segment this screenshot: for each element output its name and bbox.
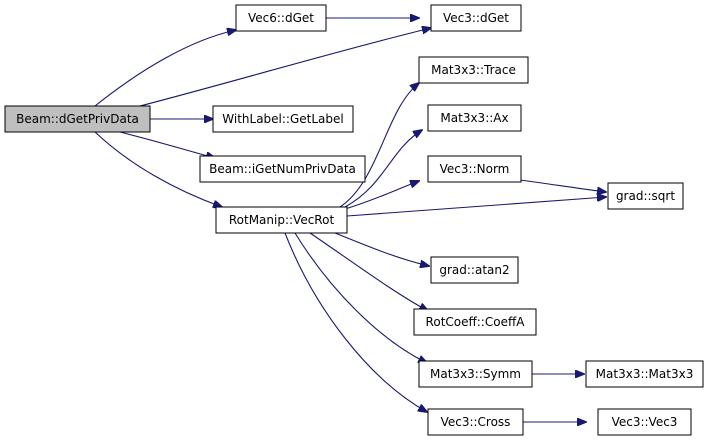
- node-beam-dgetprivdata[interactable]: Beam::dGetPrivData: [4, 105, 151, 133]
- node-label-beam-igetnumprivdata: Beam::iGetNumPrivData: [209, 162, 356, 176]
- edge-rotmanip-vecrot-to-vec3-cross: [284, 232, 427, 412]
- node-mat3x3-mat3x3[interactable]: Mat3x3::Mat3x3: [585, 360, 704, 388]
- node-grad-sqrt[interactable]: grad::sqrt: [607, 182, 684, 210]
- node-vec3-vec3[interactable]: Vec3::Vec3: [597, 408, 692, 436]
- node-label-beam-dgetprivdata: Beam::dGetPrivData: [16, 112, 139, 126]
- edge-beam-dgetprivdata-to-beam-igetnumprivdata: [119, 131, 215, 158]
- node-label-mat3x3-ax: Mat3x3::Ax: [440, 111, 508, 125]
- node-label-grad-sqrt: grad::sqrt: [616, 189, 675, 203]
- node-label-vec3-norm: Vec3::Norm: [440, 162, 510, 176]
- node-label-vec3-cross: Vec3::Cross: [441, 415, 511, 429]
- node-beam-igetnumprivdata[interactable]: Beam::iGetNumPrivData: [199, 155, 366, 183]
- node-label-mat3x3-mat3x3: Mat3x3::Mat3x3: [596, 367, 694, 381]
- node-label-vec3-vec3: Vec3::Vec3: [612, 415, 678, 429]
- edge-beam-dgetprivdata-to-vec6-dget: [94, 30, 236, 107]
- edge-rotmanip-vecrot-to-vec3-norm: [344, 181, 419, 210]
- edge-rotmanip-vecrot-to-mat3x3-ax: [344, 130, 422, 208]
- node-rotcoeff-coeffa[interactable]: RotCoeff::CoeffA: [413, 308, 537, 336]
- node-vec3-dget[interactable]: Vec3::dGet: [430, 4, 522, 32]
- node-label-vec3-dget: Vec3::dGet: [443, 11, 509, 25]
- node-vec6-dget[interactable]: Vec6::dGet: [235, 4, 327, 32]
- node-label-mat3x3-symm: Mat3x3::Symm: [430, 367, 521, 381]
- node-label-rotcoeff-coeffa: RotCoeff::CoeffA: [426, 315, 526, 329]
- edge-beam-dgetprivdata-to-vec3-dget: [139, 28, 431, 107]
- node-label-vec6-dget: Vec6::dGet: [248, 11, 314, 25]
- edge-rotmanip-vecrot-to-grad-sqrt: [346, 197, 606, 217]
- node-label-withlabel-getlabel: WithLabel::GetLabel: [222, 112, 343, 126]
- node-vec3-norm[interactable]: Vec3::Norm: [427, 155, 522, 183]
- edge-beam-dgetprivdata-to-rotmanip-vecrot: [94, 131, 222, 207]
- node-label-rotmanip-vecrot: RotManip::VecRot: [229, 213, 335, 227]
- node-mat3x3-trace[interactable]: Mat3x3::Trace: [418, 56, 529, 84]
- node-grad-atan2[interactable]: grad::atan2: [430, 256, 519, 284]
- edge-rotmanip-vecrot-to-grad-atan2: [334, 232, 429, 266]
- edge-rotmanip-vecrot-to-rotcoeff-coeffa: [309, 232, 428, 311]
- node-withlabel-getlabel[interactable]: WithLabel::GetLabel: [212, 105, 354, 133]
- call-nodes: Beam::dGetPrivData Vec6::dGet Vec3::dGet…: [4, 4, 704, 436]
- node-mat3x3-ax[interactable]: Mat3x3::Ax: [427, 104, 522, 132]
- edge-vec3-norm-to-grad-sqrt: [519, 179, 606, 192]
- node-label-grad-atan2: grad::atan2: [439, 263, 509, 277]
- call-edges: [94, 18, 606, 422]
- edge-rotmanip-vecrot-to-mat3x3-symm: [294, 232, 427, 363]
- node-mat3x3-symm[interactable]: Mat3x3::Symm: [418, 360, 533, 388]
- node-vec3-cross[interactable]: Vec3::Cross: [427, 408, 524, 436]
- node-label-mat3x3-trace: Mat3x3::Trace: [431, 63, 516, 77]
- node-rotmanip-vecrot[interactable]: RotManip::VecRot: [215, 206, 348, 234]
- edge-rotmanip-vecrot-to-mat3x3-trace: [339, 83, 419, 208]
